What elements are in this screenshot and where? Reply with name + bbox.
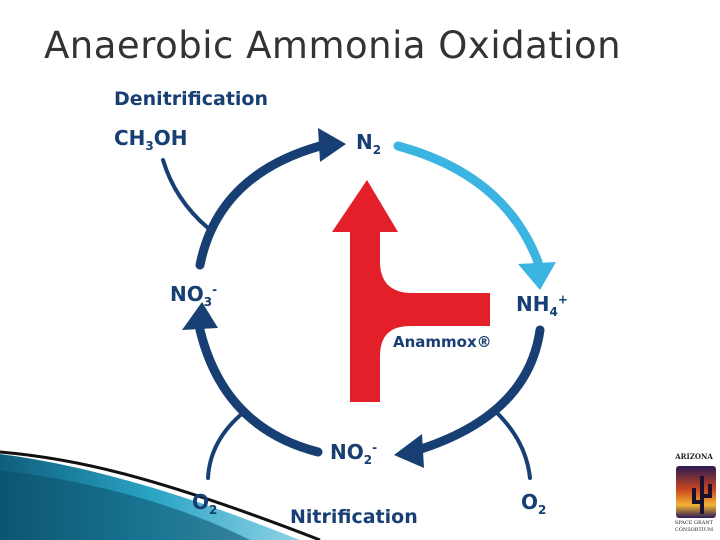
decorative-swoosh <box>0 450 321 540</box>
no3-label: NO3- <box>170 282 218 309</box>
arc-nh4-to-no2 <box>413 325 545 455</box>
nh4-label: NH4+ <box>516 292 568 319</box>
arrow-methanol-input <box>161 158 210 230</box>
o2-right-label: O2 <box>521 490 547 517</box>
logo-bottom-text-1: SPACE GRANT <box>674 520 714 526</box>
arrowhead-no3 <box>182 302 218 330</box>
methanol-label: CH3OH <box>114 126 188 153</box>
anammox-label: Anammox® <box>393 333 492 351</box>
arc-no3-to-n2 <box>195 141 325 270</box>
arc-n2-to-nh4 <box>393 141 543 267</box>
o2-left-label: O2 <box>192 490 218 517</box>
arrow-o2-left-input <box>206 410 246 480</box>
anammox-arrow <box>332 180 490 402</box>
no2-label: NO2- <box>330 440 378 467</box>
arizona-space-grant-logo: ARIZONA SPACE GRANT CONSORTIUM <box>670 452 718 538</box>
logo-top-text: ARIZONA <box>675 452 713 461</box>
arc-no2-to-no3 <box>195 325 323 457</box>
nitrification-label: Nitrification <box>290 506 418 528</box>
denitrification-label: Denitrification <box>114 88 269 110</box>
n2-label: N2 <box>356 130 382 157</box>
arrowhead-nh4 <box>518 262 556 290</box>
arizona-space-grant-logo-emblem <box>676 466 716 518</box>
logo-bottom-text-2: CONSORTIUM <box>674 527 714 533</box>
arrowhead-no2 <box>394 434 424 468</box>
arrow-o2-right-input <box>492 408 532 480</box>
arrowhead-n2 <box>318 128 346 162</box>
slide-title: Anaerobic Ammonia Oxidation <box>44 24 622 67</box>
